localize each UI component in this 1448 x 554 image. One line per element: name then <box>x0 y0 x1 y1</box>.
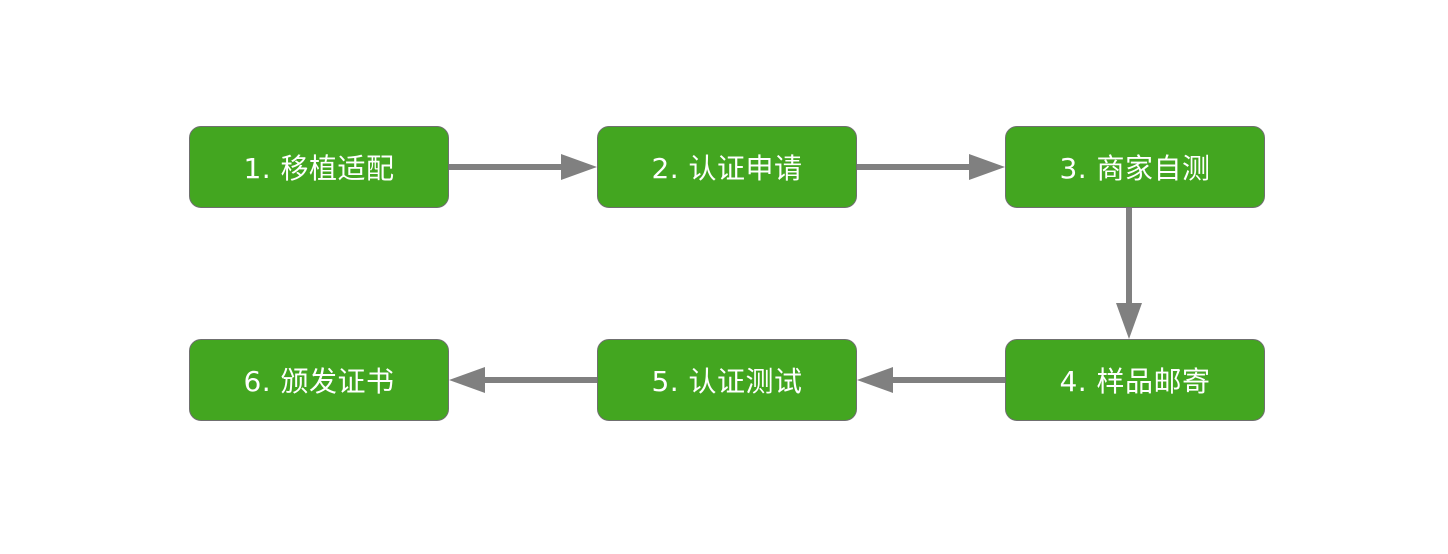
step-node-4: 4. 样品邮寄 <box>1005 339 1265 421</box>
arrow-head <box>1116 303 1142 339</box>
step-node-3: 3. 商家自测 <box>1005 126 1265 208</box>
flow-arrow-2 <box>857 154 1005 180</box>
arrow-head <box>561 154 597 180</box>
step-node-5: 5. 认证测试 <box>597 339 857 421</box>
step-label-1: 1. 移植适配 <box>243 152 395 185</box>
arrow-head <box>449 367 485 393</box>
step-label-6: 6. 颁发证书 <box>243 365 395 398</box>
step-node-6: 6. 颁发证书 <box>189 339 449 421</box>
step-label-4: 4. 样品邮寄 <box>1059 365 1211 398</box>
step-label-2: 2. 认证申请 <box>651 152 803 185</box>
arrow-head <box>857 367 893 393</box>
step-label-3: 3. 商家自测 <box>1059 152 1211 185</box>
step-label-5: 5. 认证测试 <box>651 365 803 398</box>
step-node-2: 2. 认证申请 <box>597 126 857 208</box>
flow-arrow-3 <box>1116 208 1142 339</box>
flow-arrow-4 <box>857 367 1005 393</box>
step-node-1: 1. 移植适配 <box>189 126 449 208</box>
flow-arrow-5 <box>449 367 597 393</box>
flow-arrow-1 <box>449 154 597 180</box>
arrow-head <box>969 154 1005 180</box>
